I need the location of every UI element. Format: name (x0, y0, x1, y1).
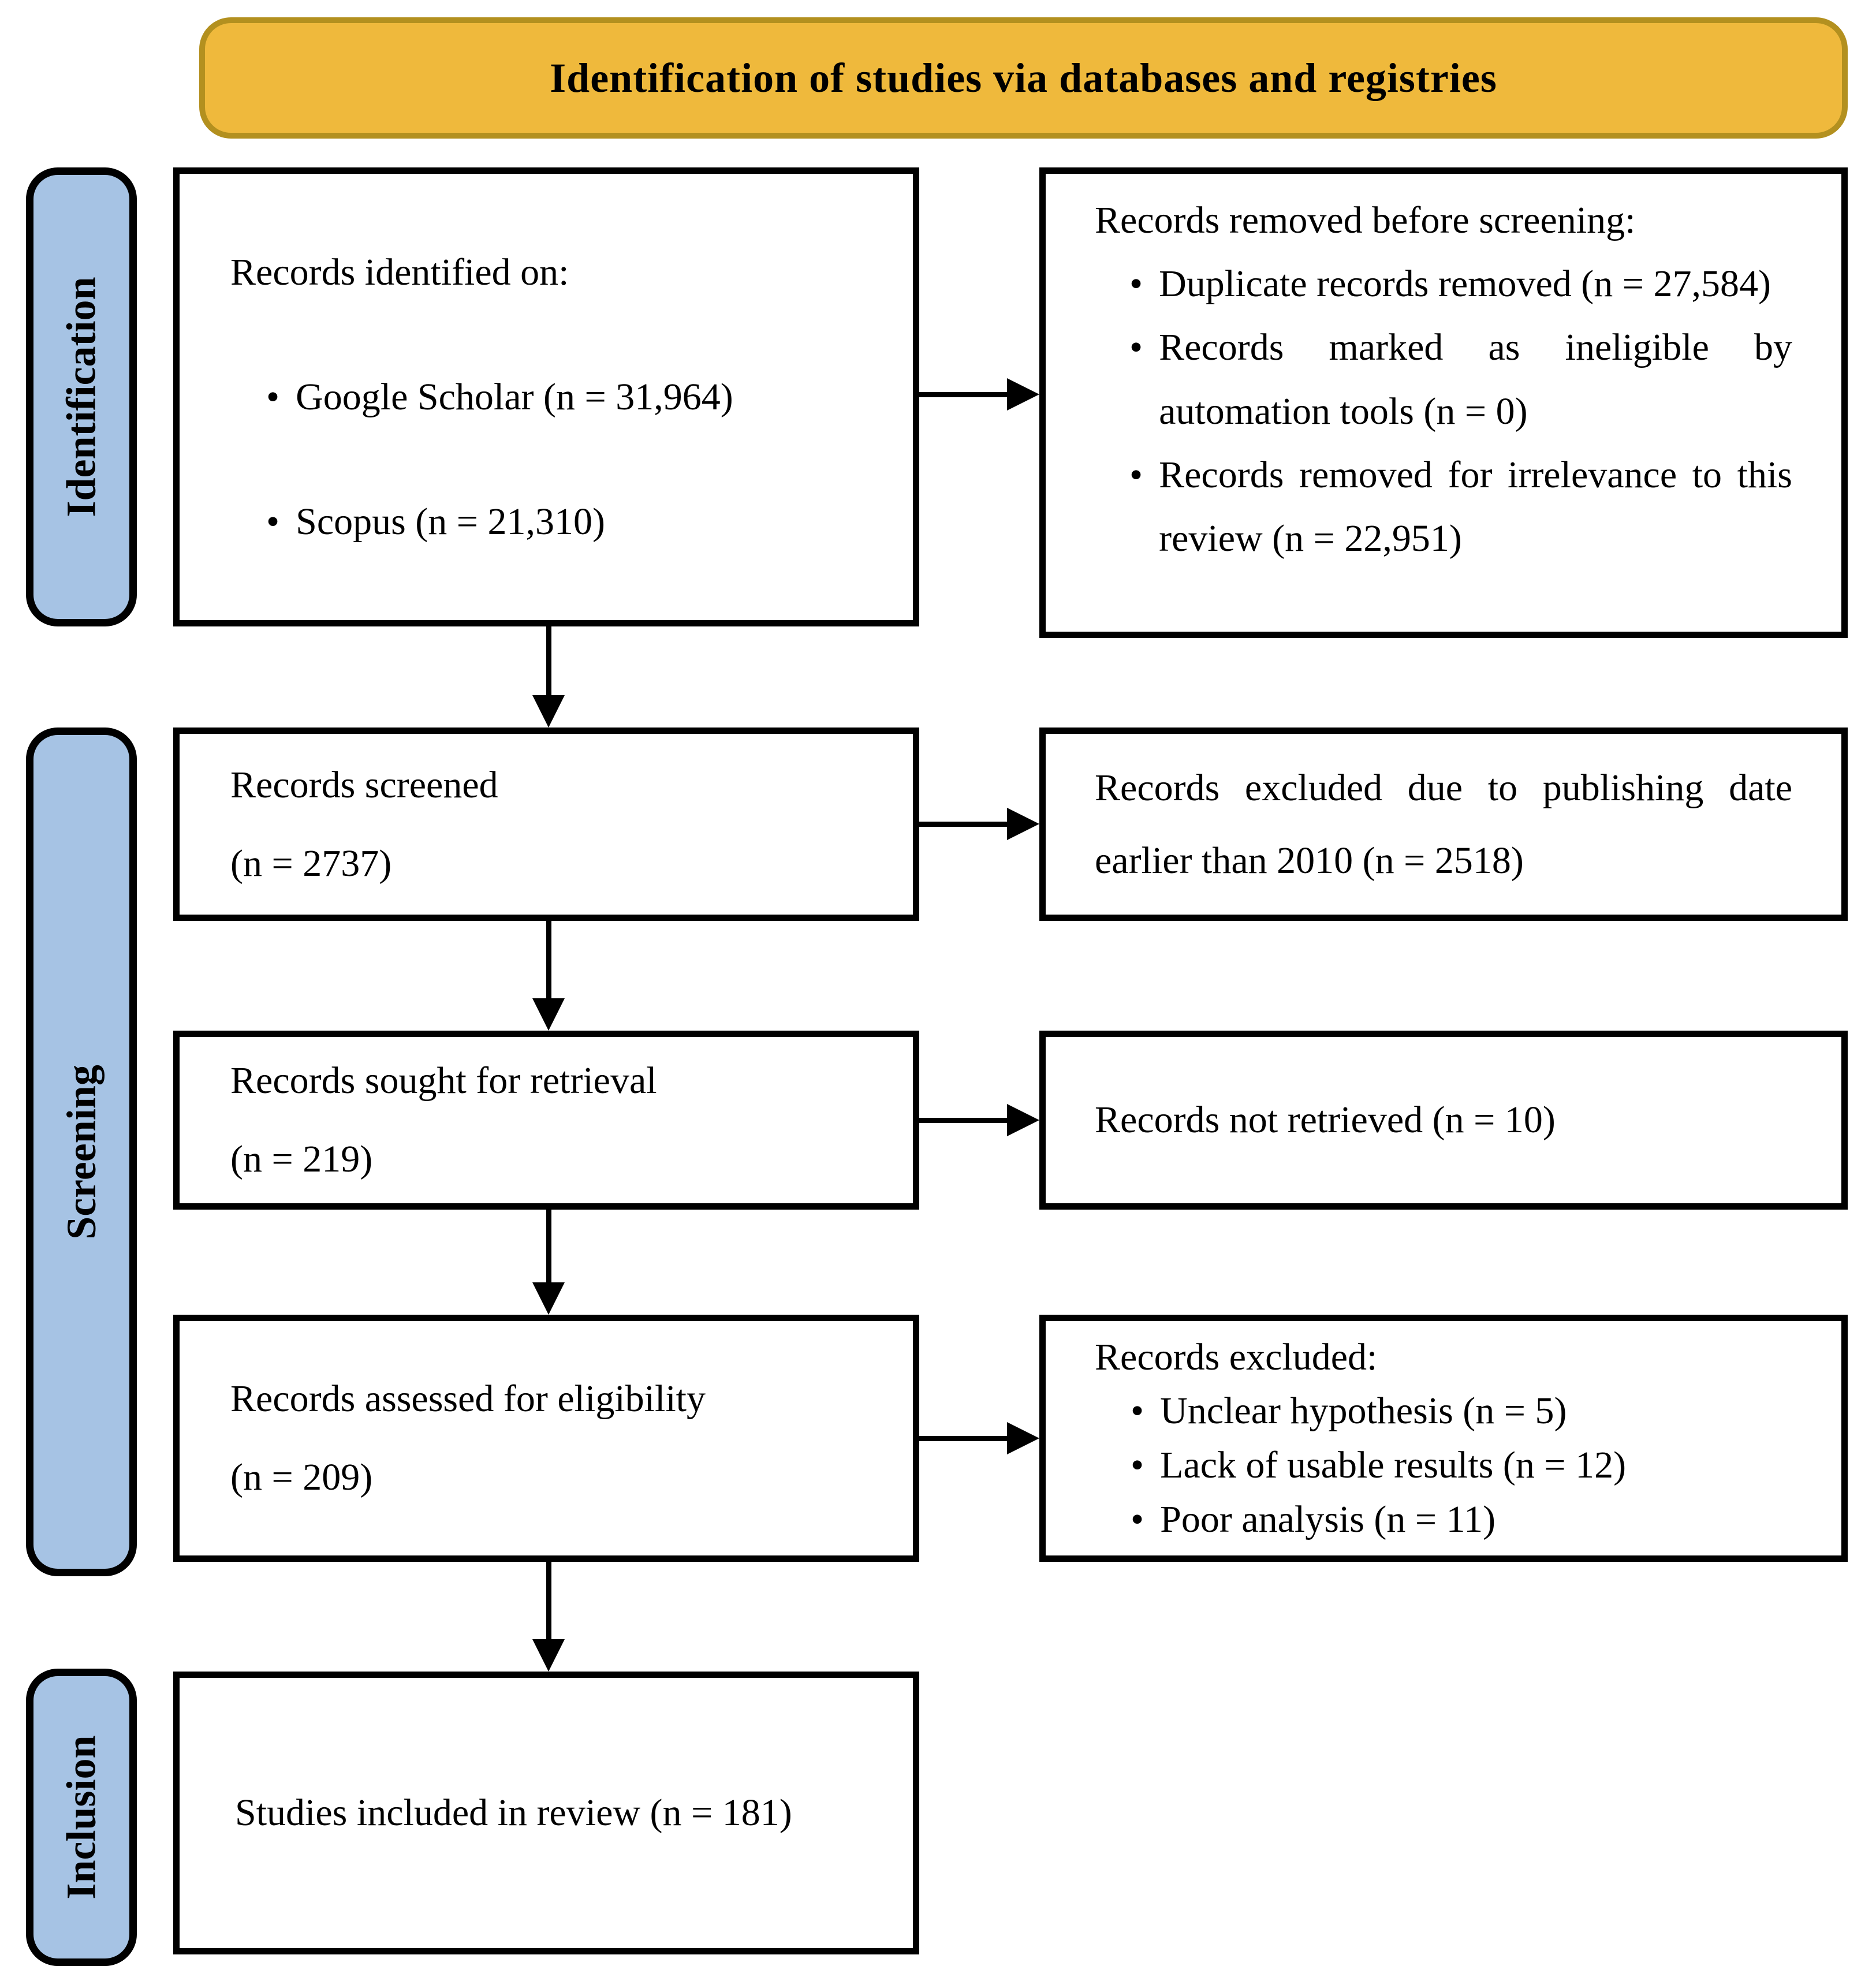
box-records-assessed: Records assessed for eligibility (n = 20… (173, 1315, 919, 1562)
banner-title: Identification of studies via databases … (550, 54, 1497, 101)
arrow-right-icon (1007, 378, 1039, 411)
arrow-right-icon (1007, 1422, 1039, 1454)
bullet-icon: • (266, 500, 280, 543)
box-line-2: (n = 209) (230, 1456, 373, 1498)
arrow-down-icon (532, 998, 565, 1031)
arrow-down-icon (532, 1282, 565, 1315)
box-text: Records excluded due to publishing date … (1095, 767, 1792, 882)
box-records-identified: Records identified on: • Google Scholar … (173, 167, 919, 626)
box-records-screened: Records screened (n = 2737) (173, 728, 919, 921)
arrow-down-icon (532, 695, 565, 728)
stage-label-identification: Identification (26, 167, 137, 626)
arrow-sought-to-not-retrieved-line (919, 1118, 1009, 1123)
bullet-text: Records marked as ineligible by automati… (1159, 326, 1792, 432)
arrow-right-icon (1007, 1104, 1039, 1136)
stage-label-screening: Screening (26, 728, 137, 1576)
bullet-item: • Poor analysis (n = 11) (1095, 1493, 1792, 1547)
box-heading: Records excluded: (1095, 1335, 1378, 1378)
bullet-item: • Scopus (n = 21,310) (230, 500, 890, 544)
box-heading: Records removed before screening: (1095, 199, 1636, 241)
arrow-down-icon (532, 1639, 565, 1672)
bullet-item: • Records marked as ineligible by automa… (1095, 316, 1792, 443)
stage-label-text: Inclusion (58, 1735, 105, 1900)
box-records-excluded-reasons: Records excluded: • Unclear hypothesis (… (1039, 1315, 1848, 1562)
bullet-icon: • (1129, 453, 1143, 496)
bullet-text: Duplicate records removed (n = 27,584) (1159, 263, 1771, 305)
bullet-icon: • (1129, 326, 1143, 369)
bullet-icon: • (1131, 1444, 1144, 1486)
box-line-1: Records screened (230, 763, 498, 806)
arrow-screened-to-excluded-line (919, 822, 1009, 827)
bullet-item: • Records removed for irrelevance to thi… (1095, 443, 1792, 570)
arrow-assessed-to-included-line (546, 1562, 551, 1643)
arrow-identified-to-screened-line (546, 626, 551, 699)
arrow-right-icon (1007, 808, 1039, 840)
arrow-assessed-to-excluded-reasons-line (919, 1436, 1009, 1441)
bullet-item: • Unclear hypothesis (n = 5) (1095, 1384, 1792, 1438)
bullet-icon: • (1131, 1390, 1144, 1432)
box-text: Records not retrieved (n = 10) (1095, 1099, 1556, 1141)
box-records-excluded-date: Records excluded due to publishing date … (1039, 728, 1848, 921)
stage-label-text: Screening (58, 1064, 105, 1240)
bullet-item: • Lack of usable results (n = 12) (1095, 1438, 1792, 1493)
arrow-identified-to-removed-line (919, 392, 1009, 397)
arrow-screened-to-sought-line (546, 921, 551, 1002)
box-line-1: Records sought for retrieval (230, 1059, 657, 1102)
bullet-text: Poor analysis (n = 11) (1160, 1498, 1496, 1540)
bullet-text: Google Scholar (n = 31,964) (296, 375, 733, 418)
bullet-icon: • (1131, 1498, 1144, 1540)
bullet-text: Records removed for irrelevance to this … (1159, 453, 1792, 560)
box-line-1: Records assessed for eligibility (230, 1378, 706, 1420)
box-records-not-retrieved: Records not retrieved (n = 10) (1039, 1031, 1848, 1210)
box-line-2: (n = 2737) (230, 842, 392, 885)
bullet-text: Lack of usable results (n = 12) (1160, 1444, 1627, 1486)
stage-label-inclusion: Inclusion (26, 1669, 137, 1966)
bullet-icon: • (1129, 263, 1143, 305)
bullet-text: Unclear hypothesis (n = 5) (1160, 1390, 1567, 1432)
box-records-removed: Records removed before screening: • Dupl… (1039, 167, 1848, 638)
stage-label-text: Identification (58, 277, 105, 517)
arrow-sought-to-assessed-line (546, 1210, 551, 1286)
bullet-icon: • (266, 375, 280, 418)
box-text: Studies included in review (n = 181) (235, 1792, 792, 1834)
banner: Identification of studies via databases … (199, 17, 1848, 139)
bullet-item: • Google Scholar (n = 31,964) (230, 375, 890, 419)
box-records-sought: Records sought for retrieval (n = 219) (173, 1031, 919, 1210)
box-heading: Records identified on: (230, 251, 569, 293)
box-line-2: (n = 219) (230, 1138, 373, 1180)
bullet-text: Scopus (n = 21,310) (296, 500, 605, 543)
bullet-item: • Duplicate records removed (n = 27,584) (1095, 252, 1792, 316)
box-studies-included: Studies included in review (n = 181) (173, 1672, 919, 1954)
